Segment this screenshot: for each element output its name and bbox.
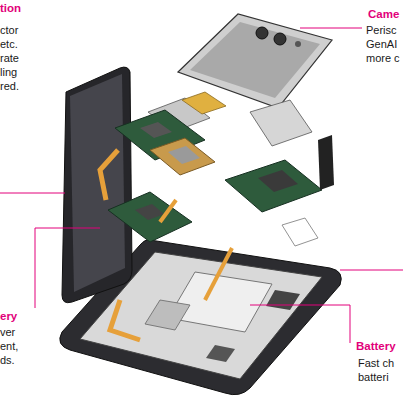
camera-lens xyxy=(274,33,286,45)
leader-line xyxy=(300,28,362,29)
callout-text: ds. xyxy=(0,354,15,367)
frame-module xyxy=(266,290,300,310)
leader-line xyxy=(340,270,403,271)
callout-heading: Battery xyxy=(356,340,396,353)
flex-cable xyxy=(205,248,232,300)
shield-can xyxy=(250,100,312,146)
frame-module xyxy=(206,345,235,362)
callout-text: ctor xyxy=(0,24,18,37)
chip xyxy=(135,204,164,220)
camera-flash xyxy=(295,41,301,47)
leader-line xyxy=(35,228,100,308)
callout-text: Perisc xyxy=(366,24,397,37)
camera-lens xyxy=(256,27,268,39)
phone-display xyxy=(62,67,132,303)
callout-heading: Came xyxy=(368,8,399,21)
callout-text: ent, xyxy=(0,340,18,353)
flex-cable xyxy=(100,150,118,200)
back-cover-inner xyxy=(190,22,320,98)
callout-text: ver xyxy=(0,326,15,339)
callout-text: batteri xyxy=(358,371,389,384)
chip xyxy=(140,122,172,138)
display-glass xyxy=(70,74,125,292)
callout-text: red. xyxy=(0,80,19,93)
callout-text: Fast ch xyxy=(358,357,394,370)
callout-text: rate xyxy=(0,52,19,65)
flex-cable xyxy=(160,200,176,222)
callout-text: ling xyxy=(0,66,17,79)
small-board xyxy=(282,218,318,246)
processor-die xyxy=(168,146,200,164)
callout-text: more c xyxy=(366,52,400,65)
callout-text: etc. xyxy=(0,38,18,51)
circuit-board xyxy=(108,192,192,242)
battery xyxy=(168,272,272,332)
leader-line xyxy=(250,305,350,343)
thermal-pad xyxy=(182,92,226,114)
callout-text: GenAI xyxy=(366,38,397,51)
flex-cable xyxy=(110,300,140,340)
processor xyxy=(150,138,215,175)
circuit-board xyxy=(225,160,322,212)
leader-line xyxy=(0,193,65,194)
speaker-module xyxy=(318,135,334,190)
callout-heading: ery xyxy=(0,310,17,323)
chip xyxy=(258,170,298,192)
frame-plate xyxy=(145,300,190,330)
callout-heading: tion xyxy=(0,2,21,15)
